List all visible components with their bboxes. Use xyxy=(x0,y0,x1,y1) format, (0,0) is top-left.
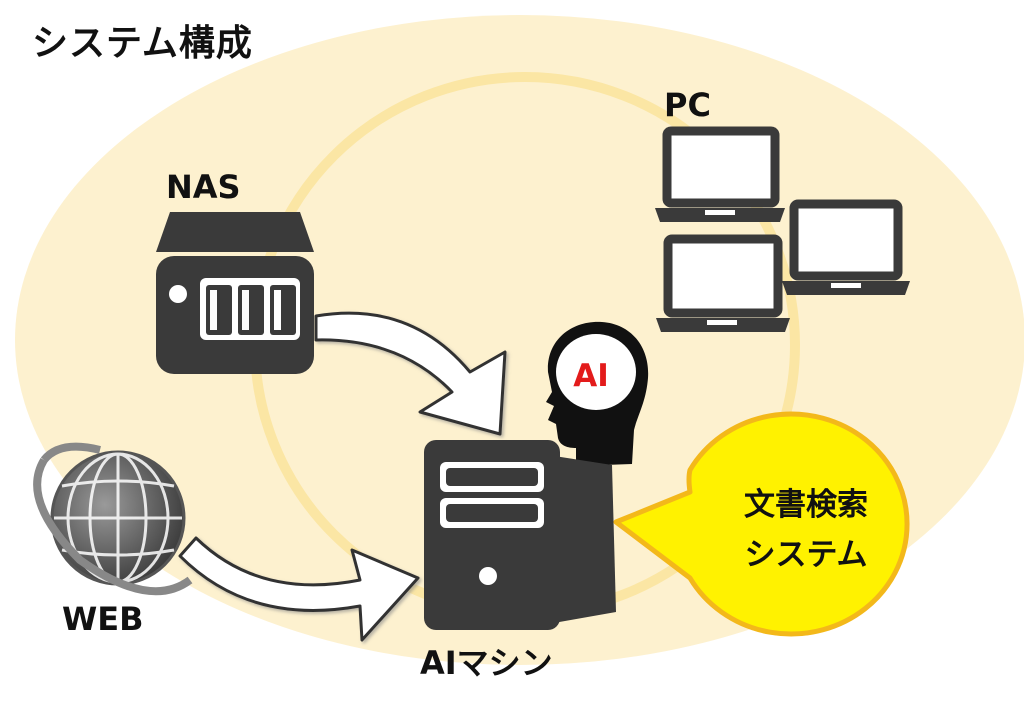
server-icon xyxy=(424,440,616,630)
laptop-icon xyxy=(655,126,785,222)
web-label: WEB xyxy=(62,600,144,638)
page-title: システム構成 xyxy=(32,23,253,64)
laptop-icon xyxy=(782,199,910,295)
ai-machine-label: AIマシン xyxy=(420,644,553,682)
bubble-line-1: 文書検索 xyxy=(744,487,868,523)
bubble-text: 文書検索 システム xyxy=(696,480,916,580)
globe-icon xyxy=(33,442,193,596)
ai-badge-label: AI xyxy=(573,358,609,394)
nas-label: NAS xyxy=(166,168,241,206)
laptop-icon xyxy=(656,234,790,332)
arrow-icon xyxy=(314,311,507,436)
bubble-line-2: システム xyxy=(744,537,868,573)
ai-head-icon xyxy=(546,321,649,466)
arrow-icon xyxy=(178,536,420,642)
speech-bubble xyxy=(613,411,910,637)
nas-icon xyxy=(156,212,314,374)
pc-label: PC xyxy=(664,86,711,124)
